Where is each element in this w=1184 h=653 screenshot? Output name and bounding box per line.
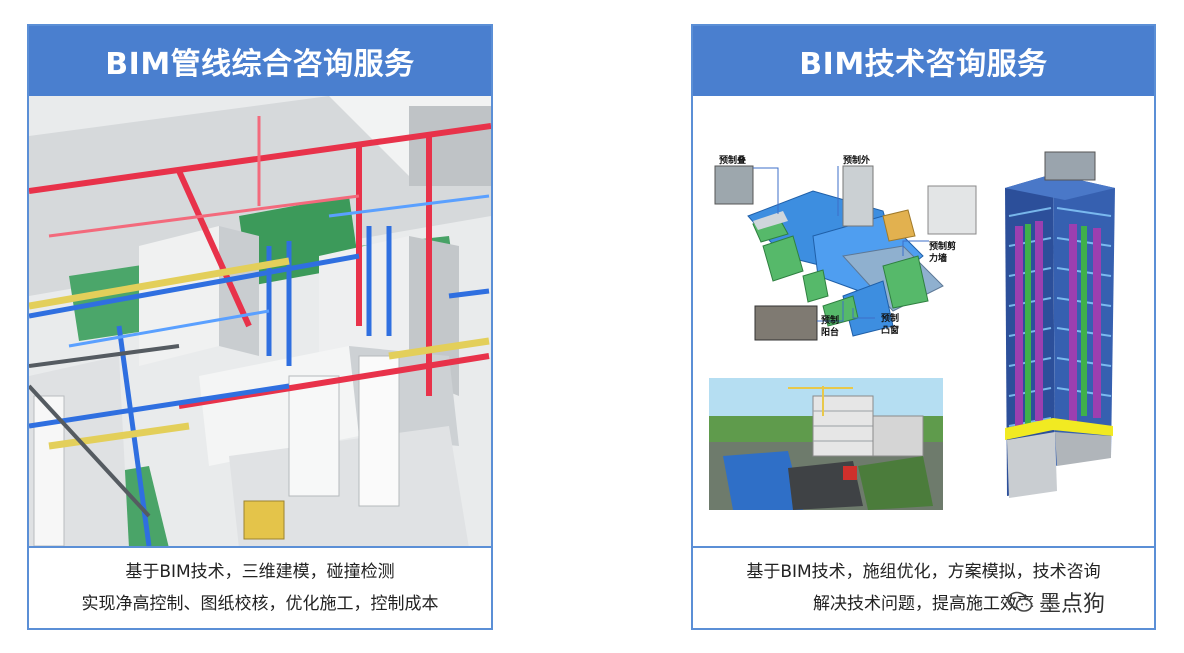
precast-bay-window-label-1: 预制 xyxy=(881,314,900,324)
watermark-text: 墨点狗 xyxy=(1039,592,1106,617)
technical-service-title: BIM技术咨询服务 xyxy=(693,26,1154,96)
construction-site-render xyxy=(709,378,943,510)
technical-model-illustration: 预制叠 预制外 预制剪 力墙 预制 阳台 预制 凸窗 xyxy=(693,96,1154,548)
pipeline-model-illustration xyxy=(29,96,491,548)
wechat-icon xyxy=(1007,591,1033,612)
precast-stair-label: 预制叠 xyxy=(719,156,747,166)
technical-service-line-2: 解决技术问题，提高施工效率 xyxy=(813,594,1034,614)
precast-bay-window-label-2: 凸窗 xyxy=(881,326,900,336)
precast-balcony-label-1: 预制 xyxy=(821,316,840,326)
precast-balcony-label-2: 阳台 xyxy=(821,328,840,338)
technical-service-line-1: 基于BIM技术，施组优化，方案模拟，技术咨询 xyxy=(746,562,1101,582)
precast-shear-wall-label-2: 力墙 xyxy=(929,254,948,264)
pipeline-service-card: BIM管线综合咨询服务 xyxy=(27,24,493,630)
precast-shear-wall-label-1: 预制剪 xyxy=(929,242,957,252)
precast-stair-thumbnail xyxy=(714,165,754,205)
watermark: 墨点狗 xyxy=(1007,586,1105,618)
pipeline-model-svg xyxy=(29,96,491,548)
precast-floor-plan xyxy=(747,190,944,337)
pipeline-service-line-1: 基于BIM技术，三维建模，碰撞检测 xyxy=(125,562,395,582)
pipeline-service-line-2: 实现净高控制、图纸校核，优化施工，控制成本 xyxy=(81,594,439,614)
precast-balcony-thumbnail xyxy=(754,305,818,341)
technical-service-card: BIM技术咨询服务 xyxy=(691,24,1156,630)
precast-shear-wall-thumbnail xyxy=(927,185,977,235)
precast-wall-label: 预制外 xyxy=(843,156,871,166)
precast-wall-thumbnail xyxy=(842,165,874,227)
pipeline-service-title: BIM管线综合咨询服务 xyxy=(29,26,491,96)
pipeline-service-description: 基于BIM技术，三维建模，碰撞检测 实现净高控制、图纸校核，优化施工，控制成本 xyxy=(29,546,491,628)
highrise-tower-model xyxy=(1005,151,1115,498)
technical-service-description: 基于BIM技术，施组优化，方案模拟，技术咨询 解决技术问题，提高施工效率 xyxy=(693,546,1154,628)
technical-model-svg xyxy=(693,96,1154,548)
